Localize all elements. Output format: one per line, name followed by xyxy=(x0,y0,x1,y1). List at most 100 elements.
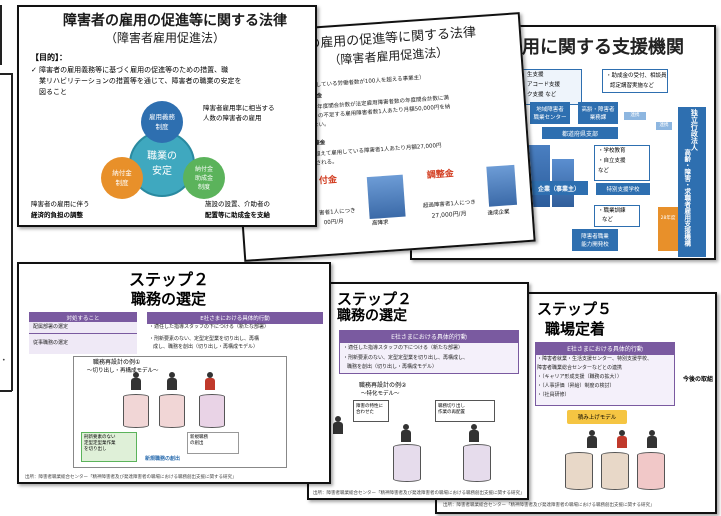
coop-arrow: 連携 xyxy=(624,112,646,120)
person-icon xyxy=(401,424,411,442)
adjustment-amount: 超過障害者1人につき xyxy=(422,199,477,210)
new-job-caption: 新規職務の創出 xyxy=(187,432,239,454)
stack-model-label: 積み上げモデル xyxy=(567,410,627,424)
org-regional-center: 地域障害者 職業センター xyxy=(530,102,570,124)
quota-note: 障害者雇用率に相当する xyxy=(203,104,275,112)
slide6-header: E社さまにおける具体的行動 xyxy=(535,342,675,355)
purpose-label: 【目的】： xyxy=(31,53,67,62)
left-frame-mark: • xyxy=(2,357,6,364)
slide6-actions-box xyxy=(535,354,675,406)
grant-note: 認定講習実施など xyxy=(610,83,655,89)
slide5-subtitle: 職務の選定 xyxy=(337,308,407,324)
task-stack-icon xyxy=(637,452,665,490)
task-stack-icon xyxy=(393,444,421,482)
slide4-header-right: E社さまにおける具体的行動 xyxy=(147,312,323,324)
slide1-subtitle: （障害者雇用促進法） xyxy=(105,31,226,45)
person-icon xyxy=(131,372,141,390)
redesign-example-title: 職務再設計の例① xyxy=(93,359,141,366)
grant-note: 配置等に助成金を支給 xyxy=(205,211,270,219)
slide4-subtitle: 職務の選定 xyxy=(131,290,207,308)
support-list-item: ク支援 など xyxy=(527,92,557,98)
org-company: 企業（事業主） xyxy=(530,181,588,195)
person-icon xyxy=(647,430,657,448)
specialized-box: 職務切り出し作業の再配置 xyxy=(435,400,495,422)
slide6-subtitle: 職場定着 xyxy=(545,320,606,338)
caption-text: を切り出し xyxy=(84,446,107,452)
slide5-action: ・刑新要素のない、定型定型業を切り出し、再構成し、 xyxy=(343,355,469,361)
grant-note: ・助成金の受付、相談員 xyxy=(606,73,667,79)
specialized-box: 障害の特性に合わせた xyxy=(353,400,389,422)
levy-text: 超えて雇用している障害者1人あたり月額27,000円 xyxy=(314,142,442,158)
person-icon xyxy=(167,372,177,390)
person-icon xyxy=(333,416,343,434)
levy-label: 付金 xyxy=(318,175,338,187)
left-frame-edge xyxy=(0,73,12,75)
slide6-action: ・（社員研修） xyxy=(537,392,570,398)
specialized-box-text: 障害の特性に合わせた xyxy=(356,404,383,415)
task-stack-icon xyxy=(199,394,225,428)
school-note: など xyxy=(598,168,610,174)
slide6-action: ・障害者就業・生活支援センター、特別支援学校、 xyxy=(537,356,652,362)
org-prefecture-branch: 都道府県支部 xyxy=(542,127,618,139)
person-icon xyxy=(469,424,479,442)
left-frame-edge xyxy=(0,390,12,392)
building-icon xyxy=(366,174,406,220)
slide6-action: 障害者職業総合センターなどとの連携 xyxy=(537,365,622,371)
adjustment-label: 調整金 xyxy=(426,169,455,181)
slide4-action: ・適任した指導スタッフの下につける（新たな部署） xyxy=(149,324,270,330)
slide4-task: 配属部署の選定 xyxy=(33,324,69,330)
grant-circle: 納付金 助成金 制度 xyxy=(183,157,225,199)
slide3-title: 用に関する支援機関 xyxy=(522,37,684,58)
person-icon xyxy=(617,430,627,448)
slide4-header-left: 対処すること xyxy=(29,312,137,324)
slide6-action: ・（人事評価（昇給）制度の検討） xyxy=(537,383,615,389)
training-note: など xyxy=(602,217,614,223)
school-note: ・自立支援 xyxy=(598,158,626,164)
task-stack-icon xyxy=(159,394,185,428)
levy-amount: 00円/月 xyxy=(323,218,344,227)
person-icon xyxy=(587,430,597,448)
slide6-source: 出所：障害者職業総合センター「精神障害者及び発達障害者の職場における職務創出支援… xyxy=(443,503,655,508)
building-label: 高障求 xyxy=(371,219,389,227)
levy-note: 障害者の雇用に伴う xyxy=(31,200,90,208)
slide4-source: 出所：障害者職業総合センター「精神障害者及び発達障害者の職場における職務創出支援… xyxy=(25,475,237,480)
task-stack-icon xyxy=(565,452,593,490)
slide1-title: 障害者の雇用の促進等に関する法律 xyxy=(63,13,287,29)
org-elderly-dept: 高齢・障害者 業務課 xyxy=(578,102,618,124)
slide5-header: E社さまにおける具体的行動 xyxy=(339,330,519,343)
jeed-side-bar xyxy=(678,107,706,257)
carve-out-caption: 刑新要素のない定型定型業作業を切り出し xyxy=(81,432,137,462)
redesign-example-title: 職務再設計の例② xyxy=(359,382,407,389)
left-frame-edge xyxy=(11,73,13,391)
slide5-source: 出所：障害者職業総合センター「精神障害者及び発達障害者の職場における職務創出支援… xyxy=(313,491,525,496)
slide5-actions-box xyxy=(339,342,519,374)
caption-text: 定型定型業作業 xyxy=(84,440,116,446)
support-list-item: アコード支援 xyxy=(527,82,561,88)
purpose-text: 図ること xyxy=(39,88,67,96)
slide-step2-selection-a: ステップ２ 職務の選定 対処すること E社さまにおける具体的行動 配属部署の選定… xyxy=(17,262,331,484)
slide-employment-law: 障害者の雇用の促進等に関する法律 （障害者雇用促進法） 【目的】： ✓ 障害者の… xyxy=(17,5,317,227)
adjustment-amount: 27,000円/月 xyxy=(431,210,467,220)
training-note: ・職業訓練 xyxy=(598,208,626,214)
levy-text: 用している労働者数が100人を超える事業主） xyxy=(310,74,425,89)
building-icon xyxy=(486,164,518,207)
slide6-action: ・（キャリア形成支援（職務の拡大）） xyxy=(537,374,623,380)
slide5-action: 職務を創出（切り出し・再構成モデル） xyxy=(347,364,438,370)
caption-text: 新規職務 xyxy=(190,435,208,440)
slide4-title: ステップ２ xyxy=(129,270,210,289)
levy-text: される。 xyxy=(315,159,338,167)
grant-note-box xyxy=(602,69,668,93)
coop-arrow: 連携 xyxy=(656,122,672,130)
slide-step2-selection-b: ステップ２ 職務の選定 E社さまにおける具体的行動 ・適任した指導スタッフの下に… xyxy=(307,282,529,500)
jeed-side-label: 独立行政法人 xyxy=(690,109,699,151)
quota-note: 人数の障害者の雇用 xyxy=(203,114,262,122)
redesign-example-subtitle: 〜特化モデル〜 xyxy=(361,391,400,397)
levy-amount: 害者1人につき xyxy=(318,208,356,217)
quota-circle: 雇用義務 制度 xyxy=(141,101,183,143)
slide4-action: ・刑新要素のない、定型定型業を切り出し、再構 xyxy=(149,336,260,342)
slide4-task: 従事職務の選定 xyxy=(33,340,69,346)
slide4-row xyxy=(29,334,137,354)
task-stack-icon xyxy=(463,444,491,482)
levy-circle: 納付金 制度 xyxy=(101,157,143,199)
